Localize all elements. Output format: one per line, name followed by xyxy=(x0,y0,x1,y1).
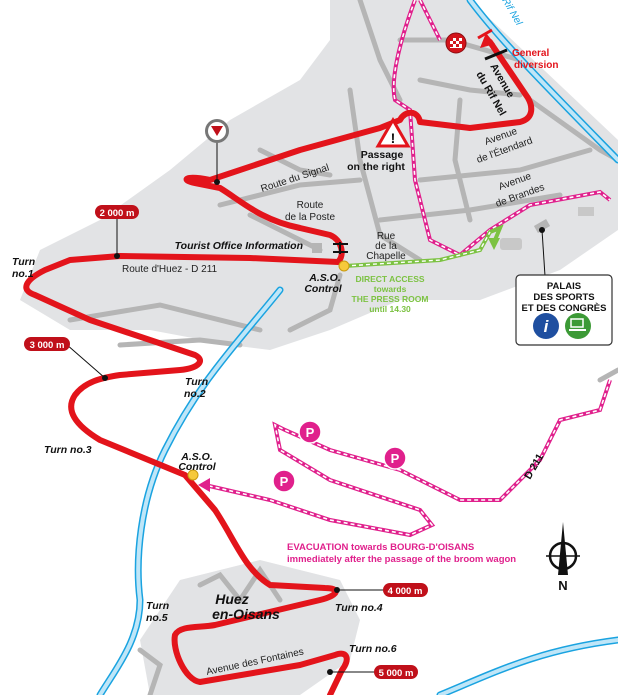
aso-control-label-b2: Control xyxy=(178,461,216,473)
compass-icon: N xyxy=(546,522,580,593)
svg-text:ET DES CONGRÈS: ET DES CONGRÈS xyxy=(522,303,607,314)
street-rue-de-la-chapelle: Rue xyxy=(377,231,396,242)
direct-access-label-3: THE PRESS ROOM xyxy=(352,294,429,304)
svg-text:P: P xyxy=(306,425,315,440)
town-name: Huez xyxy=(215,591,248,607)
aso-control-label: A.S.O. xyxy=(308,272,341,284)
evacuation-arrow-icon xyxy=(198,478,210,492)
svg-text:2 000 m: 2 000 m xyxy=(100,208,135,219)
finish-flag-icon xyxy=(445,32,467,54)
general-diversion-label: General xyxy=(512,48,549,59)
turn-4-label: Turn no.4 xyxy=(335,602,383,614)
red-kilometer-marker-icon xyxy=(205,119,229,185)
direct-access-arrow-icon xyxy=(488,238,500,250)
direct-access-route xyxy=(344,224,522,268)
turn-5-label-2: no.5 xyxy=(146,612,168,624)
tourist-office-building xyxy=(312,243,322,253)
direct-access-label-2: towards xyxy=(374,284,407,294)
passage-label: Passage xyxy=(361,149,404,161)
distance-marker-4000: 4 000 m xyxy=(334,583,428,597)
tourist-office-label: Tourist Office Information xyxy=(175,240,303,252)
palais-building xyxy=(533,219,551,233)
svg-text:3 000 m: 3 000 m xyxy=(30,340,65,351)
svg-text:!: ! xyxy=(391,130,396,146)
distance-marker-2000: 2 000 m xyxy=(95,205,139,259)
warning-triangle-icon: ! xyxy=(375,116,411,148)
parking-icon: P P P xyxy=(272,420,407,493)
palais-pointer xyxy=(541,229,546,277)
aso-control-marker xyxy=(338,260,350,272)
race-route xyxy=(23,39,535,695)
rivers xyxy=(96,0,618,695)
street-rue-de-la-chapelle-2: de la xyxy=(375,241,397,252)
aso-control-label-2: Control xyxy=(304,283,342,295)
street-rue-de-la-chapelle-3: Chapelle xyxy=(366,251,406,262)
svg-text:DES SPORTS: DES SPORTS xyxy=(533,292,594,303)
direct-access-label: DIRECT ACCESS xyxy=(355,274,424,284)
press-room-arrow-icon xyxy=(500,238,522,250)
evacuation-label: EVACUATION towards BOURG-D'OISANS xyxy=(287,542,474,553)
street-route-de-la-poste: Route xyxy=(297,200,324,211)
svg-text:5 000 m: 5 000 m xyxy=(379,668,414,679)
svg-text:4 000 m: 4 000 m xyxy=(388,586,423,597)
aso-control-label-b: A.S.O. xyxy=(180,451,213,463)
building xyxy=(578,207,594,216)
street-route-dhuez: Route d'Huez - D 211 xyxy=(122,264,218,275)
barrier-icon xyxy=(333,242,348,254)
palais-dot xyxy=(539,227,545,233)
aso-control-marker-2 xyxy=(187,469,199,481)
river-label: Rif Nel xyxy=(499,0,524,28)
turn-1-label-2: no.1 xyxy=(12,268,34,280)
street-route-de-la-poste-2: de la Poste xyxy=(285,212,335,223)
passage-label-2: on the right xyxy=(347,161,405,173)
svg-text:PALAIS: PALAIS xyxy=(547,281,581,292)
turn-1-label: Turn xyxy=(12,256,35,268)
turn-3-label: Turn no.3 xyxy=(44,444,92,456)
town-name-2: en-Oisans xyxy=(212,606,280,622)
finish-line xyxy=(477,28,493,40)
svg-text:i: i xyxy=(544,317,550,336)
general-diversion-barrier xyxy=(484,48,508,61)
general-diversion-label-2: diversion xyxy=(514,60,558,71)
route-direction-arrow-icon xyxy=(480,33,495,48)
distance-marker-5000: 5 000 m xyxy=(327,665,418,679)
info-icon: i xyxy=(533,313,559,339)
evacuation-route xyxy=(198,0,612,538)
press-room-laptop-icon xyxy=(565,313,591,339)
palais-des-sports-box[interactable]: PALAIS DES SPORTS ET DES CONGRÈS i xyxy=(515,274,613,346)
turn-6-label: Turn no.6 xyxy=(349,643,397,655)
evacuation-label-2: immediately after the passage of the bro… xyxy=(287,554,516,565)
svg-text:N: N xyxy=(558,578,567,593)
direct-access-label-4: until 14.30 xyxy=(369,304,411,314)
road-d211: D 211 xyxy=(522,452,546,482)
svg-text:P: P xyxy=(391,451,400,466)
distance-marker-3000: 3 000 m xyxy=(24,337,108,381)
turn-5-label: Turn xyxy=(146,600,169,612)
turn-2-label: Turn xyxy=(185,376,208,388)
svg-text:P: P xyxy=(280,474,289,489)
turn-2-label-2: no.2 xyxy=(184,388,206,400)
